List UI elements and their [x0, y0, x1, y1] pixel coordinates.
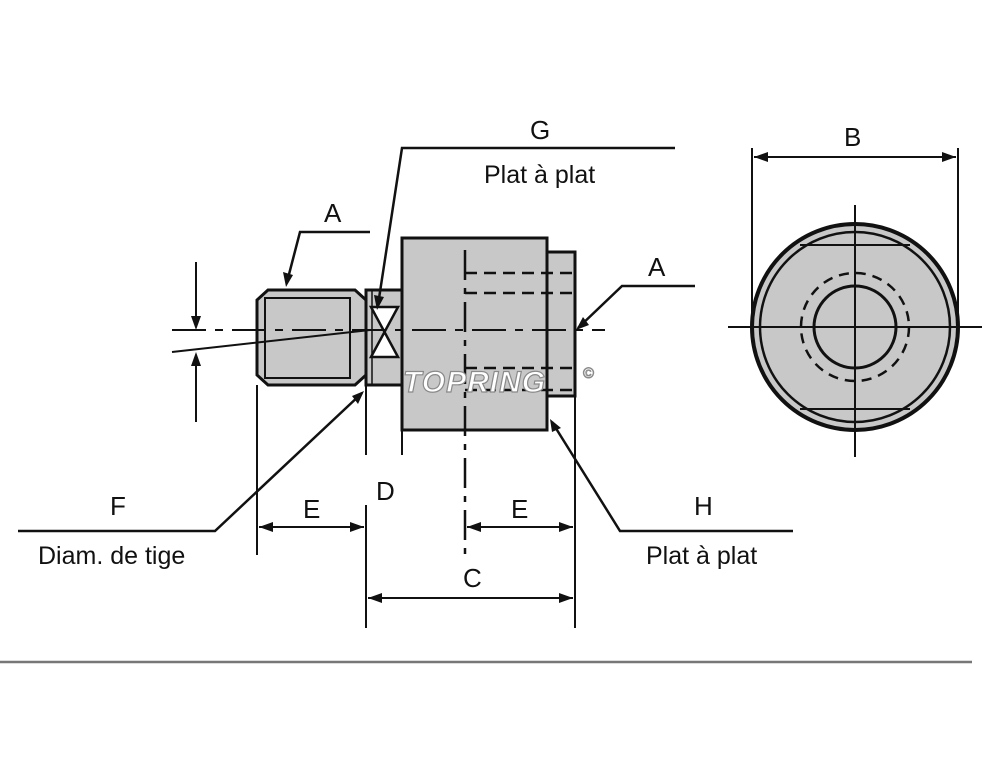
label-g: G [530, 115, 550, 145]
caption-g: Plat à plat [484, 161, 595, 189]
label-e-left: E [303, 494, 320, 524]
label-f: F [110, 491, 126, 521]
thread-root-outline [264, 297, 351, 379]
caption-f: Diam. de tige [38, 542, 185, 570]
watermark-mark: © [583, 365, 594, 382]
end-view [728, 148, 982, 457]
label-b: B [844, 122, 861, 152]
watermark-brand: TOPRING [403, 366, 546, 399]
label-c: C [463, 563, 482, 593]
label-a-left: A [324, 198, 342, 228]
label-h: H [694, 491, 713, 521]
label-a-right: A [648, 252, 666, 282]
side-view [18, 146, 793, 628]
caption-h: Plat à plat [646, 542, 757, 570]
roller-body [400, 236, 549, 432]
hex-flat-marker [368, 305, 401, 359]
label-e-right: E [511, 494, 528, 524]
label-d: D [376, 476, 395, 506]
roller-collar [545, 250, 577, 398]
